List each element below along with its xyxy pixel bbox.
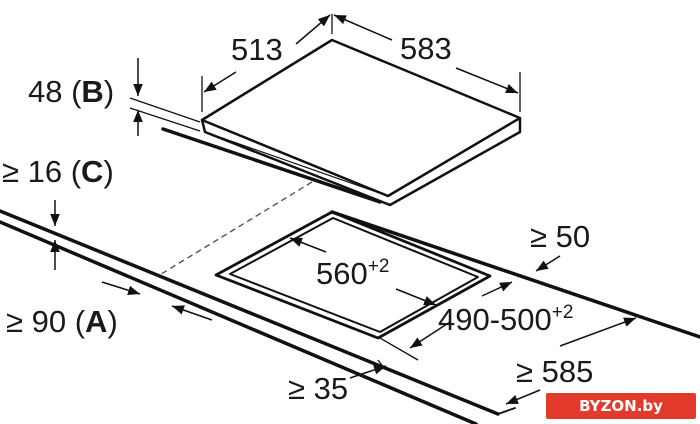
dimension-arrow (101, 281, 141, 295)
cooktop (161, 38, 522, 207)
worktop-front-bottom-edge (0, 220, 478, 424)
label-key-b: B (81, 74, 103, 109)
paren-open: ( (62, 154, 82, 189)
label-cooktop-height: 48 (B) (28, 74, 114, 109)
worktop (0, 209, 700, 424)
label-cutout-width-tolerance: +2 (368, 256, 390, 277)
worktop-right-corner (497, 407, 516, 415)
watermark-text: BYZON.by (579, 397, 663, 415)
dimension-arrow (409, 321, 451, 349)
paren-close: ) (107, 304, 117, 339)
dimension-cutout-depth (379, 281, 513, 361)
dimension-front-a (101, 281, 213, 321)
label-cutout-depth-value: 490-500 (438, 302, 552, 337)
worktop-back-edge (330, 210, 700, 339)
dimension-arrow (395, 288, 437, 306)
cutout-outer-outline (214, 210, 492, 340)
dimension-arrow (455, 67, 519, 94)
paren-open: ( (66, 304, 86, 339)
label-key-a: A (85, 304, 107, 339)
dimension-height-b (129, 58, 201, 136)
cooktop-bottom-frame (161, 127, 382, 204)
dimension-rear (535, 255, 561, 272)
dimension-arrow (295, 14, 331, 45)
label-cooktop-height-value: 48 (28, 74, 62, 109)
label-front-distance-value: ≥ 90 (6, 304, 66, 339)
label-cutout-width-value: 560 (316, 256, 368, 291)
label-side-distance: ≥ 35 (288, 371, 348, 406)
watermark-background (546, 393, 696, 419)
extension-line (129, 97, 201, 123)
projection-dashed-line (157, 181, 313, 277)
worktop-front-top-edge (0, 209, 500, 416)
dimension-arrow (505, 389, 541, 405)
dimension-worktop-depth (505, 317, 637, 405)
dimension-depth (201, 14, 333, 112)
paren-open: ( (62, 74, 82, 109)
dimension-cutout-width (289, 237, 437, 306)
label-front-distance: ≥ 90 (A) (6, 304, 118, 339)
cooktop-glass-edge-line (204, 131, 389, 197)
label-key-c: C (81, 154, 103, 189)
label-worktop-thickness-value: ≥ 16 (2, 154, 62, 189)
label-cutout-depth-tolerance: +2 (552, 302, 574, 323)
label-cutout-depth: 490-500+2 (438, 302, 573, 337)
dimension-width (333, 14, 521, 112)
dimension-arrow (333, 14, 393, 41)
watermark-badge: BYZON.by (546, 393, 696, 419)
dimension-arrow (535, 255, 561, 272)
dimension-arrow (171, 305, 213, 321)
dimension-arrow (559, 317, 637, 347)
extension-line (129, 107, 201, 132)
cutout-inner-outline (229, 217, 479, 333)
paren-close: ) (104, 74, 114, 109)
label-worktop-thickness: ≥ 16 (C) (2, 154, 114, 189)
dimension-side (349, 359, 387, 379)
dimension-arrow (289, 237, 327, 253)
label-cooktop-width: 583 (400, 31, 452, 66)
dimension-arrow (481, 281, 513, 297)
cutout (214, 210, 492, 340)
cooktop-glass-edge (200, 118, 522, 207)
dimension-arrow (203, 71, 237, 93)
extension-line (379, 337, 419, 361)
dimension-arrow (349, 365, 387, 379)
label-cooktop-depth: 513 (231, 32, 283, 67)
label-cutout-width: 560+2 (316, 256, 389, 291)
label-rear-distance: ≥ 50 (530, 219, 590, 254)
paren-close: ) (103, 154, 113, 189)
label-worktop-depth: ≥ 585 (516, 354, 593, 389)
